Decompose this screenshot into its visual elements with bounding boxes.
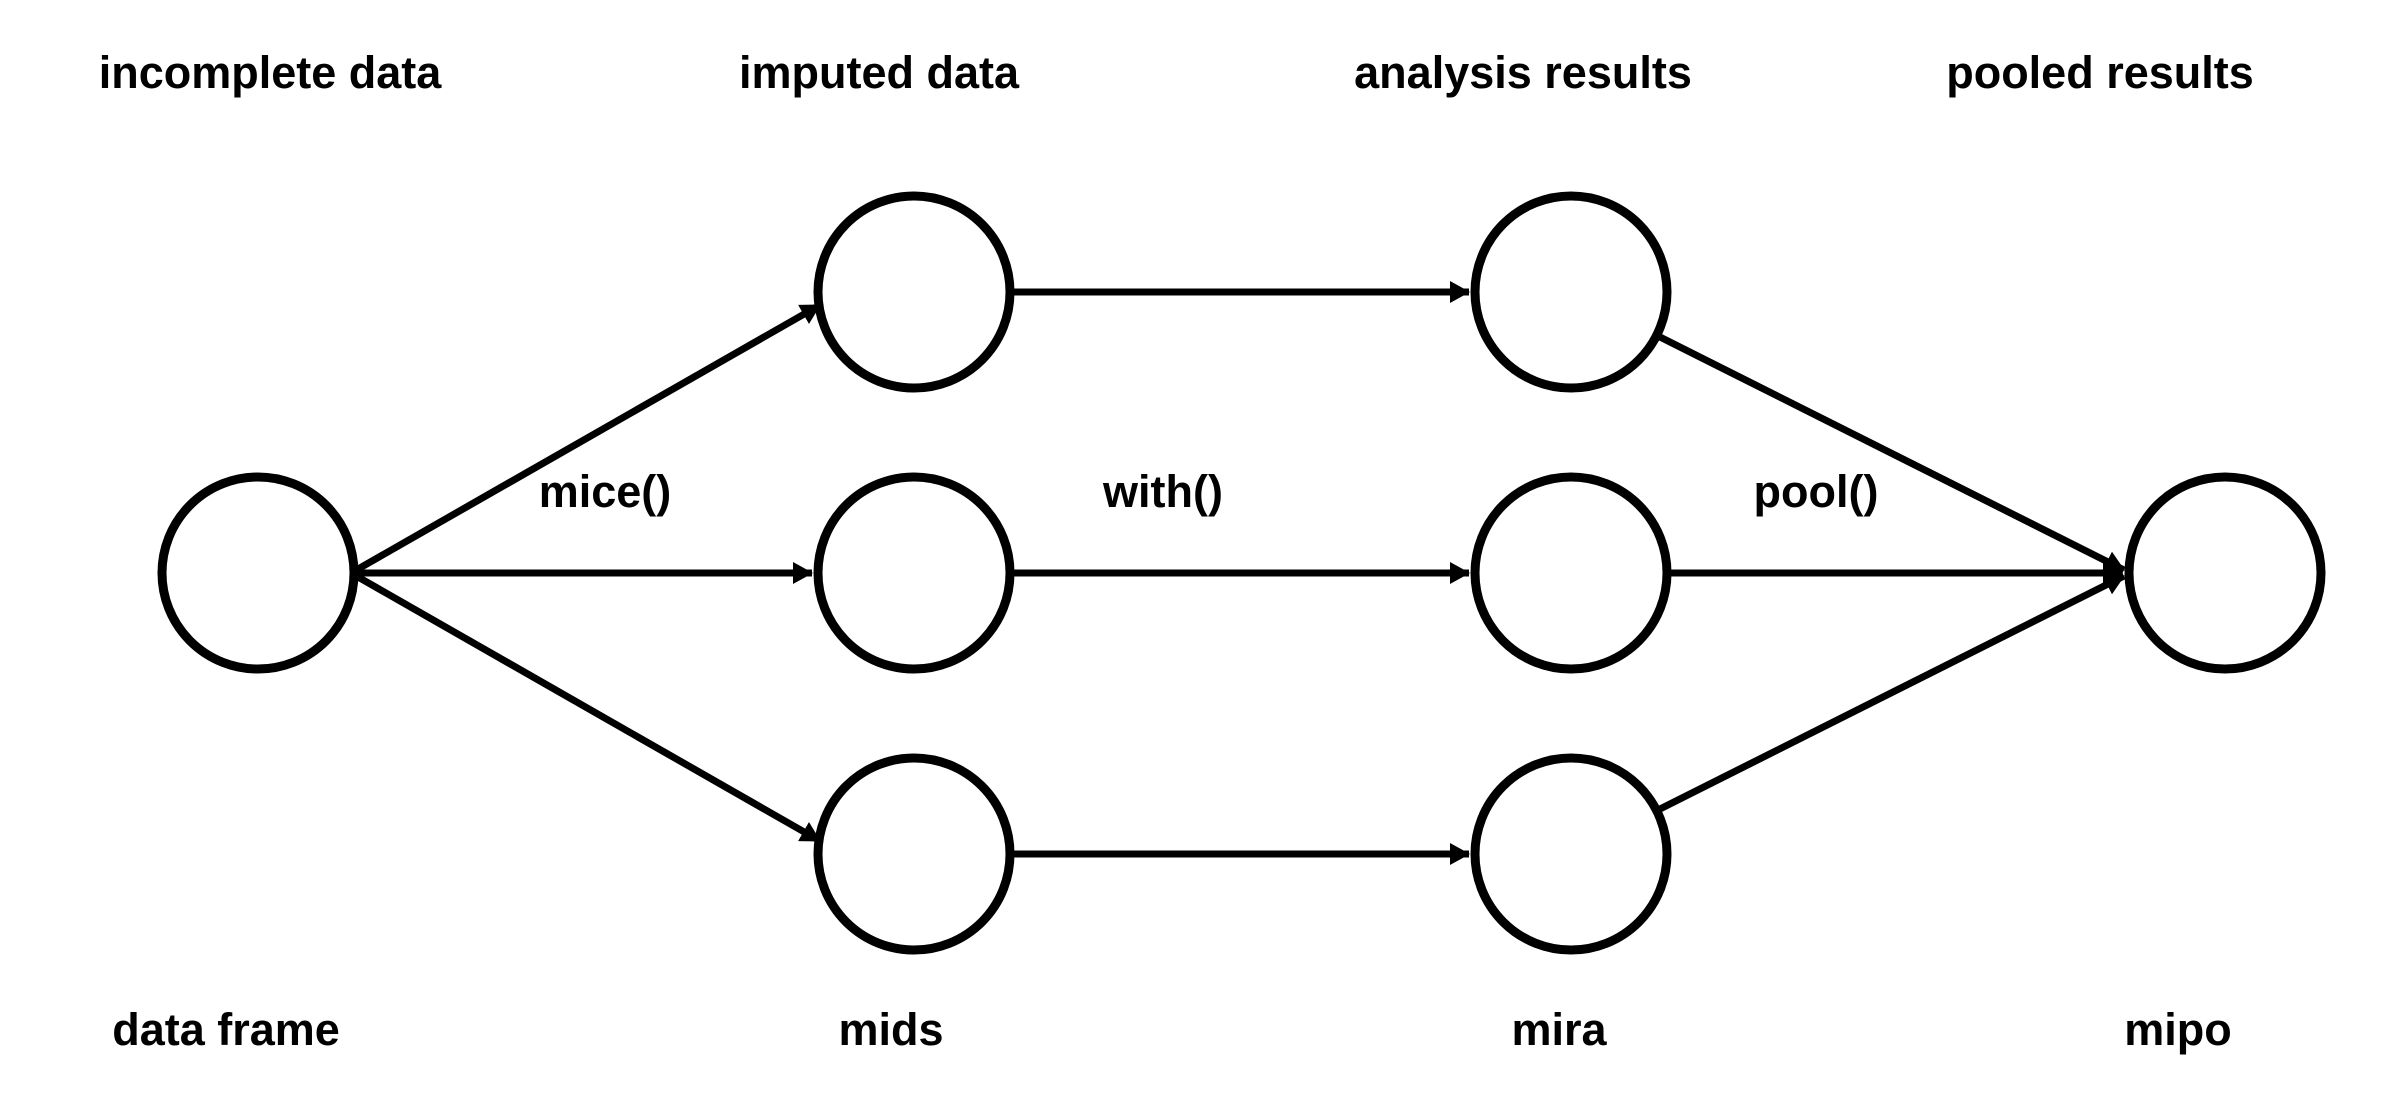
node-mipo <box>2124 472 2326 674</box>
function-label-with: with() <box>1103 466 1223 517</box>
stage-title-pooled-results: pooled results <box>1946 47 2254 98</box>
edge-mice-top <box>349 301 822 577</box>
node-mids-bottom <box>813 753 1015 955</box>
node-data-frame <box>157 472 359 674</box>
function-label-pool: pool() <box>1753 466 1879 517</box>
function-label-mice: mice() <box>538 466 672 517</box>
stage-title-analysis-results: analysis results <box>1354 47 1692 98</box>
node-mira-bottom <box>1470 753 1672 955</box>
node-mids-middle <box>813 472 1015 674</box>
edge-mice-bottom <box>349 569 822 845</box>
edge-pool-bottom <box>1654 572 2126 815</box>
object-label-mira: mira <box>1511 1004 1607 1055</box>
edge-pool-top <box>1654 331 2126 574</box>
object-label-mipo: mipo <box>2124 1004 2232 1055</box>
object-label-mids: mids <box>838 1004 944 1055</box>
stage-title-imputed-data: imputed data <box>738 47 1020 98</box>
object-label-data-frame: data frame <box>112 1004 340 1055</box>
stage-title-incomplete-data: incomplete data <box>98 47 442 98</box>
node-mira-middle <box>1470 472 1672 674</box>
node-mids-top <box>813 191 1015 393</box>
node-mira-top <box>1470 191 1672 393</box>
